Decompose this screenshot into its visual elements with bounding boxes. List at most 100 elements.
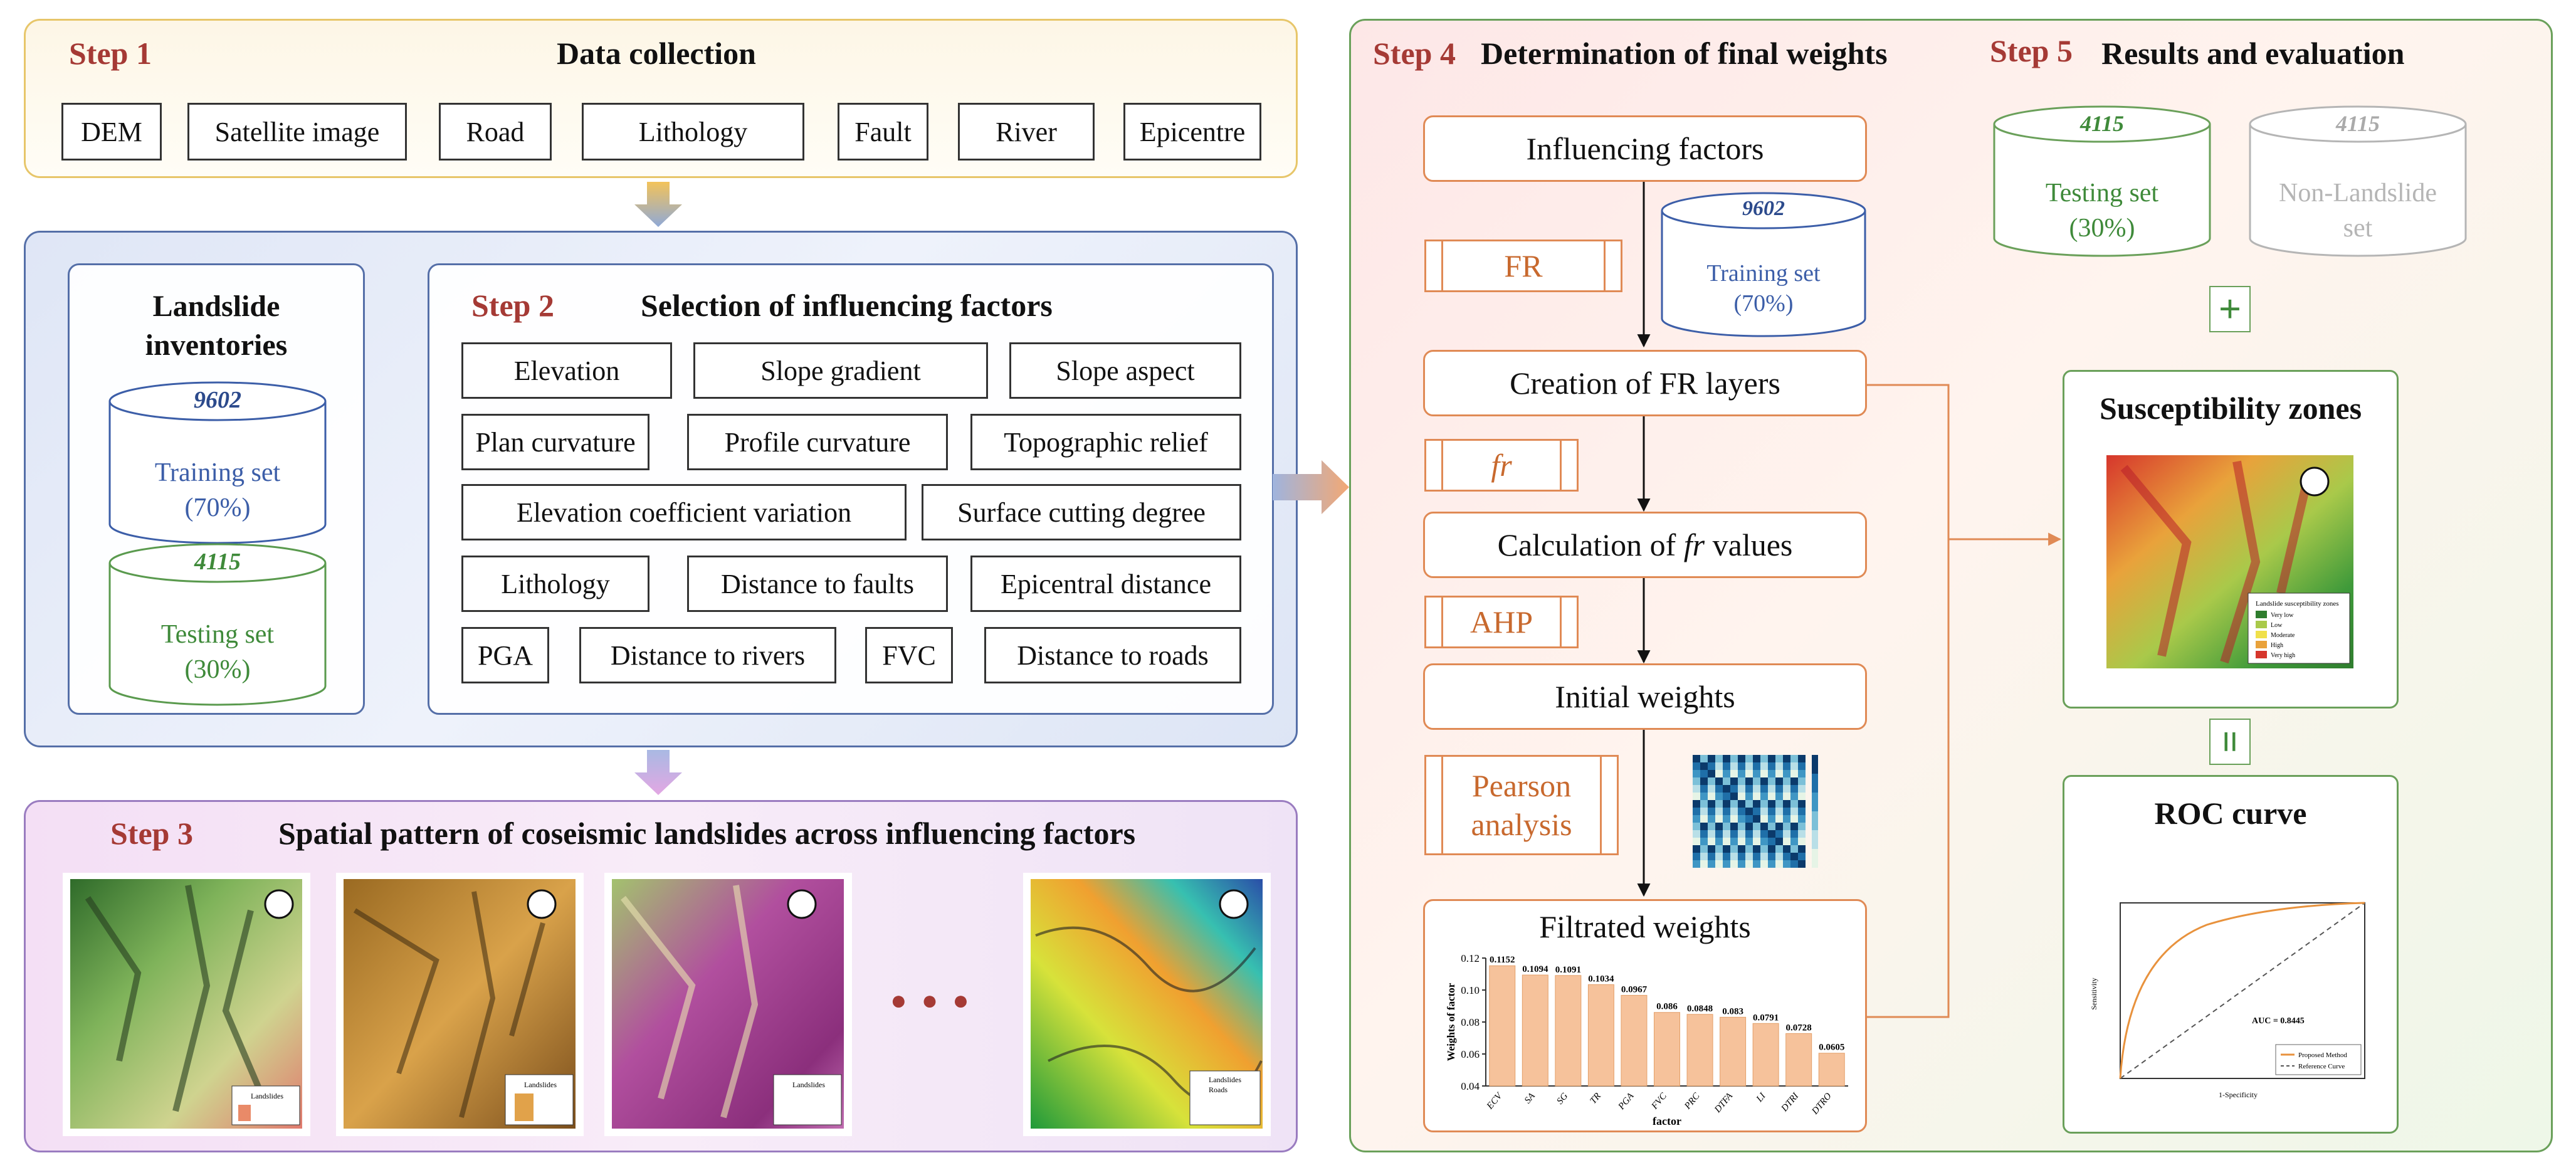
heatmap-cell <box>1753 762 1760 770</box>
heatmap-cell <box>1730 815 1738 823</box>
heatmap-cell <box>1760 815 1768 823</box>
svg-text:Landslides: Landslides <box>524 1080 557 1089</box>
heatmap-cell <box>1708 777 1715 785</box>
svg-text:Very high: Very high <box>2271 652 2295 659</box>
heatmap-colorbar <box>1812 811 1818 830</box>
heatmap-cell <box>1730 800 1738 808</box>
heatmap-cell <box>1693 755 1700 762</box>
heatmap-cell <box>1790 770 1798 777</box>
heatmap-cell <box>1700 808 1708 815</box>
heatmap-cell <box>1783 853 1790 860</box>
data-item-fault: Fault <box>838 103 928 161</box>
heatmap-cell <box>1715 755 1723 762</box>
roc-xlabel: 1-Specificity <box>2219 1090 2258 1099</box>
data-item-satellite: Satellite image <box>187 103 407 161</box>
heatmap-cell <box>1693 793 1700 800</box>
bar-value-label: 0.0605 <box>1819 1043 1844 1053</box>
heatmap-cell <box>1753 845 1760 853</box>
heatmap-cell <box>1693 860 1700 868</box>
flow-connectors <box>1637 182 2062 1018</box>
heatmap-cell <box>1753 777 1760 785</box>
heatmap-cell <box>1700 777 1708 785</box>
heatmap-cell <box>1708 845 1715 853</box>
heatmap-cell <box>1768 838 1775 845</box>
heatmap-cell <box>1798 755 1806 762</box>
profile-curvature-map: Landslides <box>336 873 584 1136</box>
heatmap-cell <box>1730 838 1738 845</box>
factor-topographic-relief: Topographic relief <box>970 414 1241 470</box>
bar-dtri <box>1785 1033 1812 1087</box>
bar-category-label: SG <box>1555 1091 1570 1106</box>
svg-text:Roads: Roads <box>1209 1085 1228 1094</box>
heatmap-cell <box>1790 777 1798 785</box>
step4-training-cylinder: 9602 Training set (70%) <box>1660 192 1867 337</box>
factor-surface-cutting: Surface cutting degree <box>922 484 1241 540</box>
bar-fvc <box>1654 1012 1680 1087</box>
down-arrow-1 <box>634 182 682 227</box>
heatmap-colorbar <box>1812 774 1818 793</box>
roc-chart: AUC = 0.8445 1-Specificity Sensitivity P… <box>2081 878 2389 1117</box>
factor-distance-rivers: Distance to rivers <box>579 627 836 683</box>
heatmap-cell <box>1783 755 1790 762</box>
heatmap-cell <box>1730 830 1738 838</box>
heatmap-cell <box>1730 762 1738 770</box>
heatmap-cell <box>1798 785 1806 793</box>
heatmap-cell <box>1700 830 1708 838</box>
heatmap-cell <box>1768 830 1775 838</box>
heatmap-colorbar <box>1812 849 1818 868</box>
heatmap-cell <box>1745 762 1753 770</box>
heatmap-cell <box>1753 800 1760 808</box>
heatmap-cell <box>1768 800 1775 808</box>
creation-fr-layers-box: Creation of FR layers <box>1423 350 1867 416</box>
heatmap-cell <box>1730 808 1738 815</box>
bar-value-label: 0.083 <box>1722 1006 1743 1016</box>
heatmap-cell <box>1708 823 1715 830</box>
heatmap-cell <box>1723 830 1730 838</box>
heatmap-cell <box>1738 755 1745 762</box>
bar-tr <box>1587 984 1614 1087</box>
distance-to-roads-map: Landslides Roads <box>1023 873 1271 1136</box>
factor-elevation: Elevation <box>461 342 672 399</box>
heatmap-cell <box>1768 808 1775 815</box>
bar-value-label: 0.0967 <box>1621 984 1648 994</box>
heatmap-cell <box>1753 853 1760 860</box>
heatmap-cell <box>1723 770 1730 777</box>
heatmap-cell <box>1738 830 1745 838</box>
heatmap-cell <box>1730 823 1738 830</box>
heatmap-cell <box>1693 762 1700 770</box>
heatmap-cell <box>1768 793 1775 800</box>
heatmap-cell <box>1715 845 1723 853</box>
heatmap-cell <box>1730 793 1738 800</box>
bar-value-label: 0.0791 <box>1753 1013 1779 1023</box>
bar-value-label: 0.0728 <box>1786 1023 1812 1033</box>
heatmap-cell <box>1738 777 1745 785</box>
heatmap-cell <box>1700 800 1708 808</box>
heatmap-cell <box>1775 815 1783 823</box>
heatmap-cell <box>1708 755 1715 762</box>
data-item-epicentre: Epicentre <box>1123 103 1261 161</box>
heatmap-cell <box>1700 755 1708 762</box>
heatmap-cell <box>1715 838 1723 845</box>
bar-prc <box>1686 1014 1713 1087</box>
influencing-factors-box: Influencing factors <box>1423 115 1867 182</box>
heatmap-cell <box>1708 838 1715 845</box>
heatmap-cell <box>1715 785 1723 793</box>
heatmap-cell <box>1790 845 1798 853</box>
svg-text:Landslides: Landslides <box>251 1092 283 1100</box>
factor-fvc: FVC <box>865 627 953 683</box>
heatmap-cell <box>1715 815 1723 823</box>
bar-category-label: DTFA <box>1712 1091 1735 1115</box>
svg-text:Low: Low <box>2271 622 2283 629</box>
heatmap-cell <box>1760 808 1768 815</box>
heatmap-cell <box>1723 808 1730 815</box>
heatmap-cell <box>1738 808 1745 815</box>
heatmap-cell <box>1745 793 1753 800</box>
heatmap-cell <box>1768 770 1775 777</box>
slope-aspect-map: Landslides <box>604 873 852 1136</box>
step4-label: Step 4 <box>1373 36 1456 71</box>
heatmap-cell <box>1700 815 1708 823</box>
data-item-road: Road <box>439 103 552 161</box>
bar-value-label: 0.086 <box>1656 1002 1678 1012</box>
heatmap-cell <box>1760 853 1768 860</box>
